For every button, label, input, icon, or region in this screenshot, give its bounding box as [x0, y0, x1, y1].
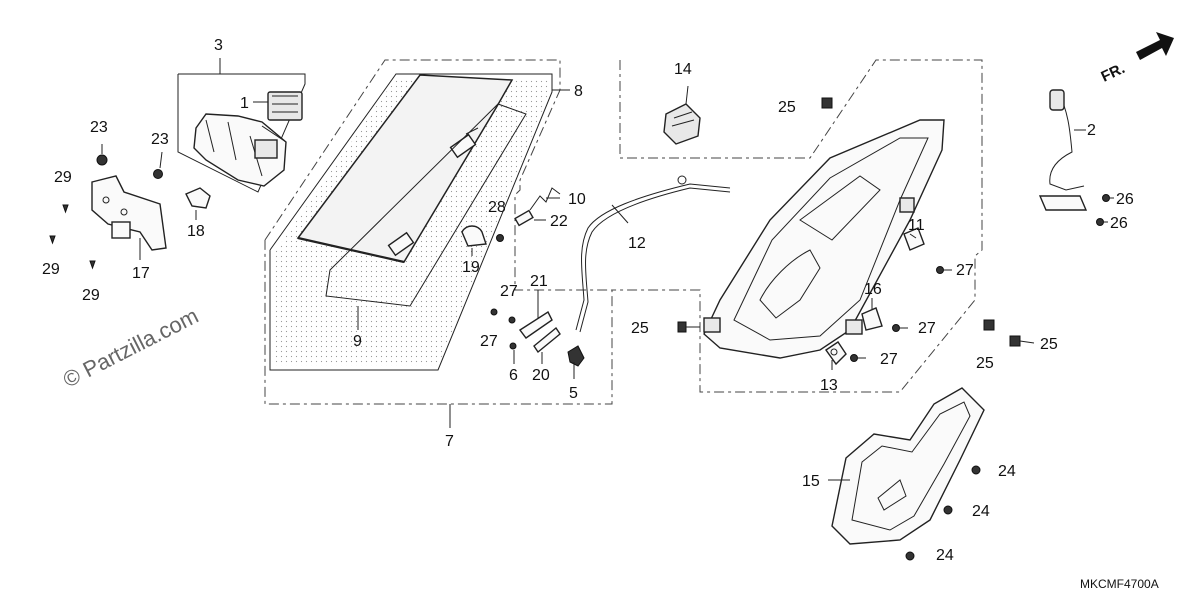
- callout-18: 18: [187, 223, 205, 240]
- part-21-plate: [518, 310, 553, 339]
- callout-2: 2: [1087, 122, 1096, 139]
- callout-24c: 24: [936, 547, 954, 564]
- callout-17: 17: [132, 265, 150, 282]
- diagram-code: MKCMF4700A: [1080, 577, 1159, 591]
- front-direction-arrow-icon: [1136, 32, 1174, 60]
- callout-11: 11: [908, 217, 925, 234]
- leader-lines: [139, 85, 1114, 481]
- part-15-cover: [831, 387, 985, 545]
- callout-27d: 27: [918, 320, 936, 337]
- part-2-light-harness: [1038, 89, 1088, 211]
- callout-25b: 25: [631, 320, 649, 337]
- part-22-pin: [514, 209, 534, 227]
- part-28-screw: [496, 234, 504, 242]
- callout-27b: 27: [480, 333, 498, 350]
- callout-29b: 29: [42, 261, 60, 278]
- part-26-screws: [1096, 194, 1110, 226]
- part-6-pin: [509, 342, 517, 350]
- callout-20: 20: [532, 367, 550, 384]
- assembly-group-14: [612, 59, 983, 393]
- part-27-screws-right: [850, 266, 944, 362]
- callout-25c: 25: [976, 355, 994, 372]
- part-8-lid-panel: [296, 74, 514, 264]
- callout-25a: 25: [778, 99, 796, 116]
- callout-8: 8: [574, 83, 583, 100]
- part-14-switch: [663, 103, 701, 145]
- part-19-hook: [461, 225, 487, 247]
- part-13-bracket: [825, 341, 847, 366]
- callout-21: 21: [530, 273, 548, 290]
- callout-23b: 23: [151, 131, 169, 148]
- part-20-link: [533, 326, 561, 354]
- callout-13: 13: [820, 377, 838, 394]
- part-25-nut-top: [821, 97, 833, 109]
- part-10-spring: [529, 187, 561, 211]
- callout-labels: 1 2 3 5 6 7 8 9 10 11 12 13 14 15 16 17 …: [42, 37, 1134, 564]
- callout-24b: 24: [972, 503, 990, 520]
- assembly-group-8: [269, 73, 570, 371]
- callout-28: 28: [488, 199, 506, 216]
- callout-22: 22: [550, 213, 568, 230]
- part-1-connector: [256, 91, 303, 121]
- part-9-seal: [325, 103, 527, 330]
- part-main-case: [703, 119, 945, 359]
- part-16-clip: [861, 307, 883, 331]
- part-actuator: [193, 113, 287, 187]
- callout-7: 7: [445, 433, 454, 450]
- callout-23a: 23: [90, 119, 108, 136]
- part-12-cable: [575, 175, 731, 333]
- callout-16: 16: [864, 281, 882, 298]
- callout-27c: 27: [956, 262, 974, 279]
- part-23-bolt-a: [96, 144, 108, 166]
- callout-25d: 25: [1040, 336, 1058, 353]
- callout-27a: 27: [500, 283, 518, 300]
- callout-1: 1: [240, 95, 249, 112]
- assembly-group-7: [264, 59, 613, 428]
- part-11-clip: [903, 227, 925, 251]
- callout-15: 15: [802, 473, 820, 490]
- callout-10: 10: [568, 191, 586, 208]
- part-23-bolt-b: [153, 151, 163, 179]
- part-18-grommet: [185, 187, 211, 220]
- callout-19: 19: [462, 259, 480, 276]
- callout-29a: 29: [54, 169, 72, 186]
- callout-14: 14: [674, 61, 692, 78]
- callout-9: 9: [353, 333, 362, 350]
- callout-29c: 29: [82, 287, 100, 304]
- callout-6: 6: [509, 367, 518, 384]
- callout-24a: 24: [998, 463, 1016, 480]
- direction-label: FR.: [1099, 60, 1128, 86]
- part-5-latch: [567, 345, 585, 367]
- watermark: © Partzilla.com: [59, 303, 202, 393]
- part-27-screws-left: [490, 308, 516, 324]
- callout-5: 5: [569, 385, 578, 402]
- part-17-bracket: [91, 175, 167, 260]
- callout-12: 12: [628, 235, 646, 252]
- callout-26b: 26: [1110, 215, 1128, 232]
- callout-26a: 26: [1116, 191, 1134, 208]
- part-29-clips: [49, 204, 96, 270]
- part-24-nuts: [905, 465, 981, 561]
- callout-27e: 27: [880, 351, 898, 368]
- callout-3: 3: [214, 37, 223, 54]
